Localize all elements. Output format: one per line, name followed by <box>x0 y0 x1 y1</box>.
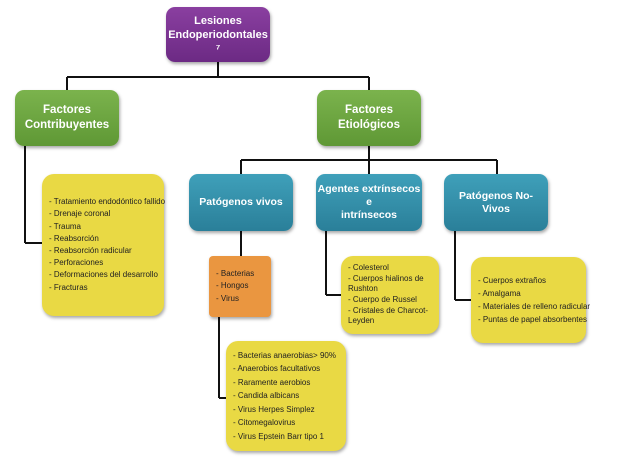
list-item: - Cuerpos extraños <box>478 276 547 285</box>
list-item: - Virus Epstein Barr tipo 1 <box>233 431 325 441</box>
root-label-line1: Lesiones <box>194 14 242 27</box>
factores-contribuyentes-label-line2: Contribuyentes <box>24 119 110 131</box>
patogenos-no-vivos-node: Patógenos No- Vivos <box>444 174 548 231</box>
patogenos-vivos-detail-list: - Bacterias anaerobias> 90% - Anaerobios… <box>226 341 346 451</box>
list-item: - Hongos <box>216 281 249 291</box>
list-item: - Anaerobios facultativos <box>233 364 321 374</box>
root-label-line2: Endoperiodontales ⁷ <box>168 28 268 55</box>
list-item: - Amalgama <box>478 289 521 298</box>
list-item: - Cristales de Charcot-Leyden <box>348 305 429 326</box>
factores-contribuyentes-label-line1: Factores <box>43 104 91 116</box>
patogenos-no-vivos-label: Patógenos No- Vivos <box>458 189 534 215</box>
factores-etiologicos-node: Factores Etiológicos <box>317 90 421 146</box>
agentes-node: Agentes extrínsecos e intrínsecos <box>316 174 422 231</box>
agentes-label-line1: Agentes extrínsecos e <box>317 183 421 208</box>
list-item: - Deformaciones del desarrollo <box>49 270 158 280</box>
list-item: - Virus <box>216 293 239 303</box>
list-item: - Trauma <box>49 221 82 231</box>
list-item: - Puntas de papel absorbentes <box>478 315 587 324</box>
list-item: - Fracturas <box>49 282 88 292</box>
patogenos-vivos-node: Patógenos vivos <box>189 174 293 231</box>
list-item: - Raramente aerobios <box>233 377 311 387</box>
list-item: - Candida albicans <box>233 391 300 401</box>
patogenos-no-vivos-list: - Cuerpos extraños - Amalgama - Material… <box>471 257 591 343</box>
list-item: - Bacterias anaerobias> 90% <box>233 351 336 361</box>
list-item: - Tratamiento endodóntico fallido <box>49 197 166 207</box>
agentes-list: - Colesterol - Cuerpos hialinos de Rusht… <box>341 256 439 334</box>
list-item: - Colesterol <box>348 263 389 273</box>
list-item: - Materiales de relleno radicular <box>478 302 591 311</box>
patogenos-vivos-label: Patógenos vivos <box>199 196 283 208</box>
root-node: Lesiones Endoperiodontales ⁷ <box>166 7 270 62</box>
list-item: - Reabsorción radicular <box>49 246 132 255</box>
list-item: - Cuerpos hialinos de Rushton <box>348 273 424 294</box>
list-item: - Citomegalovirus <box>233 418 296 428</box>
list-item: - Bacterias <box>216 269 255 279</box>
factores-contribuyentes-node: Factores Contribuyentes <box>15 90 119 146</box>
patogenos-vivos-list: - Bacterias - Hongos - Virus <box>209 256 271 317</box>
list-item: - Virus Herpes Simplez <box>233 404 315 414</box>
factores-etiologicos-label: Factores Etiológicos <box>338 104 400 131</box>
list-item: - Drenaje coronal <box>49 209 111 219</box>
factores-contribuyentes-list: - Tratamiento endodóntico fallido - Dren… <box>42 174 166 316</box>
list-item: - Reabsorción <box>49 233 99 243</box>
agentes-label-line2: intrínsecos <box>340 209 398 221</box>
list-item: - Perforaciones <box>49 258 104 268</box>
list-item: - Cuerpo de Russel <box>348 295 417 304</box>
